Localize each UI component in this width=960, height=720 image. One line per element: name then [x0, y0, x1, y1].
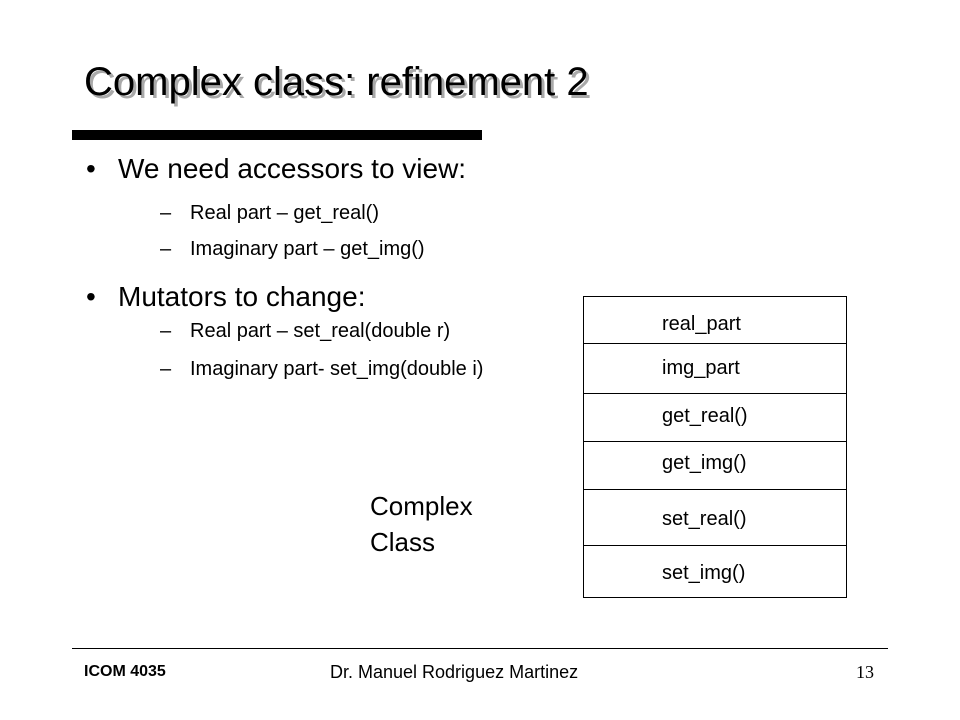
bullet-text: We need accessors to view: [118, 153, 467, 184]
bullet-item: • Mutators to change: [86, 280, 366, 314]
sub-bullet-marker: – [160, 358, 172, 380]
bullet-marker: • [86, 153, 96, 184]
bullet-item: • We need accessors to view: [86, 152, 467, 186]
uml-method: set_real() [662, 508, 747, 530]
sub-bullet-marker: – [160, 202, 172, 224]
uml-divider [584, 545, 846, 546]
bullet-text: Mutators to change: [118, 281, 366, 312]
sub-bullet-marker: – [160, 238, 172, 260]
slide-title: Complex class: refinement 2 [84, 60, 589, 104]
sub-bullet-text: Imaginary part- set_img(double i) [190, 358, 484, 380]
uml-divider [584, 441, 846, 442]
uml-method: get_real() [662, 405, 748, 427]
title-underline [72, 130, 482, 140]
bullet-marker: • [86, 281, 96, 312]
page-number: 13 [856, 662, 874, 682]
class-caption-line1: Complex [370, 491, 473, 521]
footer-course: ICOM 4035 [84, 663, 166, 680]
sub-bullet-text: Imaginary part – get_img() [190, 238, 425, 260]
class-caption-line2: Class [370, 527, 436, 557]
uml-divider [584, 343, 846, 344]
sub-bullet-item: – Imaginary part – get_img() [160, 236, 425, 262]
footer-author: Dr. Manuel Rodriguez Martinez [330, 662, 579, 682]
sub-bullet-text: Real part – set_real(double r) [190, 320, 451, 342]
sub-bullet-item: – Real part – get_real() [160, 200, 379, 226]
uml-class-box: real_part img_part get_real() get_img() … [583, 296, 847, 598]
footer-divider [72, 648, 888, 649]
uml-divider [584, 489, 846, 490]
uml-method: get_img() [662, 452, 747, 474]
sub-bullet-marker: – [160, 320, 172, 342]
uml-method: set_img() [662, 562, 746, 584]
uml-attribute: img_part [662, 357, 740, 379]
uml-attribute: real_part [662, 313, 741, 335]
uml-divider [584, 393, 846, 394]
sub-bullet-item: – Real part – set_real(double r) [160, 318, 451, 344]
sub-bullet-text: Real part – get_real() [190, 202, 379, 224]
class-caption: Complex Class [370, 488, 530, 560]
sub-bullet-item: – Imaginary part- set_img(double i) [160, 356, 484, 382]
